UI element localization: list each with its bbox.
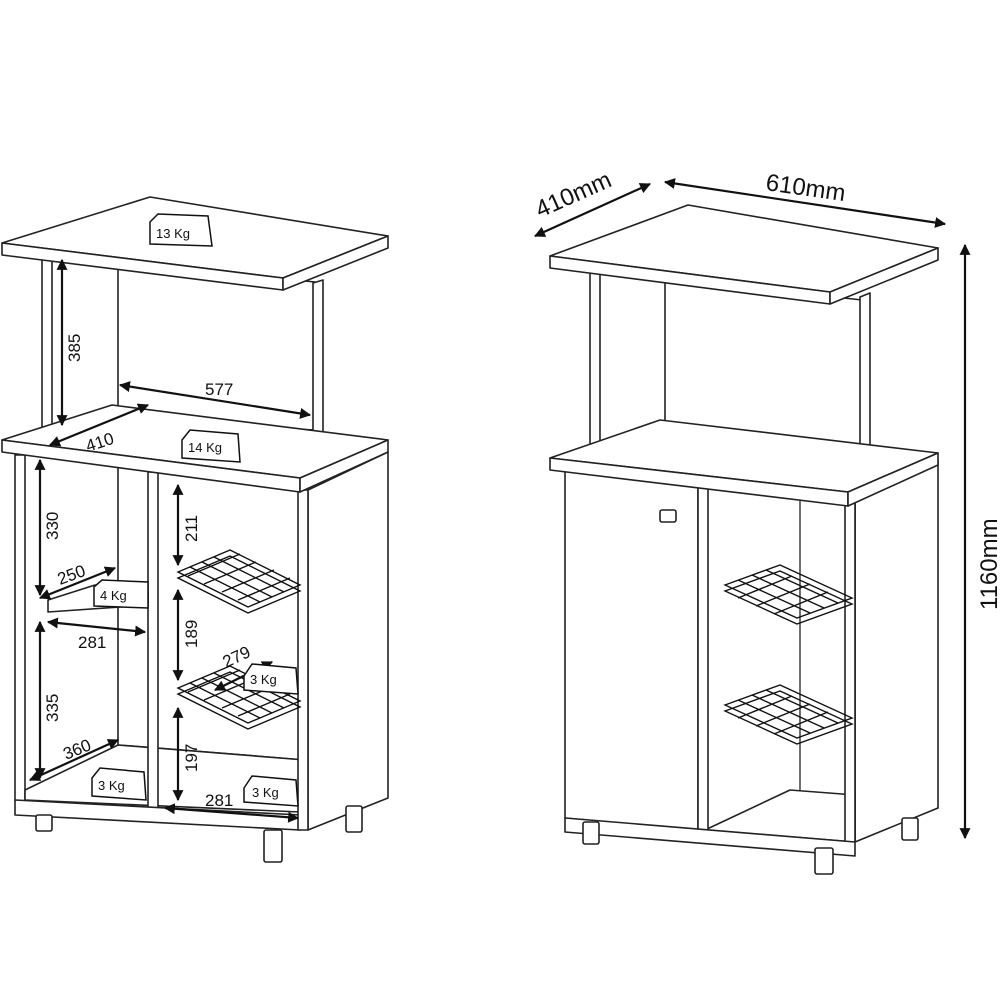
bottom-rail — [564, 817, 856, 857]
right-cabinet-closed-view: 410mm 610mm 1160mm — [531, 166, 1000, 875]
foot — [345, 805, 363, 833]
middle-shelf-side — [299, 439, 389, 493]
dim-height: 1160mm — [976, 518, 1000, 610]
svg-text:4 Kg: 4 Kg — [100, 588, 127, 603]
top-shelf-side — [282, 235, 389, 291]
load-tag-middle: 14 Kg — [181, 429, 241, 463]
center-divider — [147, 471, 159, 816]
foot — [35, 814, 53, 832]
dim-left-shelf-width: 281 — [78, 633, 106, 652]
left-side-panel-lower — [14, 454, 26, 806]
dim-right-lower-height: 197 — [182, 744, 201, 772]
width-arrow — [663, 178, 947, 228]
right-side-panel — [854, 459, 939, 843]
top-shelf-side — [829, 247, 939, 305]
open-compartment — [704, 484, 856, 843]
dim-left-lower-height: 335 — [43, 694, 62, 722]
load-tag-top: 13 Kg — [149, 213, 213, 247]
svg-text:14 Kg: 14 Kg — [188, 440, 222, 455]
right-front-edge — [844, 497, 856, 843]
foot — [582, 821, 600, 845]
load-tag-rack: 3 Kg — [243, 663, 299, 695]
svg-text:3 Kg: 3 Kg — [98, 778, 125, 793]
depth-arrow — [533, 182, 652, 238]
svg-text:3 Kg: 3 Kg — [252, 785, 279, 800]
load-tag-left-bottom: 3 Kg — [91, 767, 147, 801]
left-side-panel-upper — [41, 254, 53, 439]
right-side-panel — [307, 451, 389, 831]
dim-width: 610mm — [764, 169, 847, 207]
dim-left-shelf-depth: 250 — [55, 561, 88, 589]
dim-left-upper-height: 330 — [43, 512, 62, 540]
foot — [263, 829, 283, 863]
wire-rack-upper — [176, 549, 302, 614]
door-handle — [659, 509, 677, 523]
dim-right-middle-height: 189 — [182, 620, 201, 648]
dim-right-upper-height: 211 — [182, 515, 201, 542]
left-side-panel-upper — [589, 267, 601, 451]
cabinet-door — [564, 469, 699, 831]
wire-rack-lower — [723, 684, 854, 745]
center-divider — [697, 482, 709, 831]
middle-shelf-side — [847, 452, 939, 507]
right-front-edge — [297, 489, 309, 831]
foot — [814, 847, 834, 875]
dim-right-bottom-width: 281 — [205, 791, 233, 810]
dim-top-width: 577 — [205, 380, 233, 399]
svg-text:13 Kg: 13 Kg — [156, 226, 190, 241]
wire-rack-upper — [723, 564, 854, 625]
dim-depth: 410mm — [531, 166, 615, 223]
svg-text:3 Kg: 3 Kg — [250, 672, 277, 687]
load-tag-right-bottom: 3 Kg — [243, 775, 299, 807]
left-cabinet-open-view: 385 577 410 330 250 281 335 360 211 189 … — [1, 196, 389, 863]
load-tag-left-shelf: 4 Kg — [93, 579, 149, 609]
foot — [901, 817, 919, 841]
back-panel-lower — [117, 464, 306, 761]
dim-top-height: 385 — [65, 334, 84, 362]
wire-rack-lower — [176, 665, 302, 730]
